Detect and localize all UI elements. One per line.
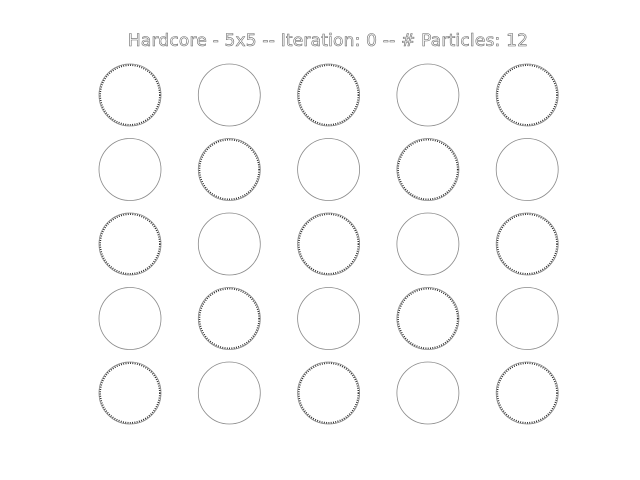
lattice-site-2-1 <box>197 212 261 276</box>
site-ring <box>98 63 162 127</box>
site-ring <box>297 138 361 201</box>
lattice-site-4-2 <box>297 361 361 425</box>
site-ring <box>197 287 261 350</box>
site-ring <box>197 138 261 201</box>
particle-marker <box>99 213 161 275</box>
site-ring <box>297 63 361 127</box>
site-ring <box>396 361 460 425</box>
particle-marker <box>198 287 260 350</box>
particle-marker <box>496 213 558 275</box>
particle-marker <box>99 64 161 126</box>
site-ring <box>297 212 361 276</box>
site-ring <box>396 287 460 350</box>
lattice-site-3-4 <box>495 287 559 350</box>
lattice-site-3-2 <box>297 287 361 350</box>
particle-marker <box>298 213 360 275</box>
lattice-site-2-2 <box>297 212 361 276</box>
lattice-site-0-1 <box>197 63 261 127</box>
site-ring <box>495 212 559 276</box>
site-ring <box>98 287 162 350</box>
site-ring <box>98 212 162 276</box>
particle-marker <box>496 362 558 424</box>
lattice-site-3-0 <box>98 287 162 350</box>
particle-marker <box>99 362 161 424</box>
lattice-site-0-3 <box>396 63 460 127</box>
site-ring <box>495 361 559 425</box>
site-ring <box>396 138 460 201</box>
lattice-site-4-1 <box>197 361 261 425</box>
particle-marker <box>397 138 459 201</box>
site-ring <box>197 361 261 425</box>
site-ring <box>396 63 460 127</box>
site-ring <box>98 138 162 201</box>
lattice-site-3-3 <box>396 287 460 350</box>
lattice-site-1-2 <box>297 138 361 201</box>
site-ring <box>197 63 261 127</box>
site-ring <box>98 361 162 425</box>
site-ring <box>297 287 361 350</box>
particle-marker <box>397 287 459 350</box>
site-ring <box>396 212 460 276</box>
figure-title: Hardcore - 5x5 -- Iteration: 0 -- # Part… <box>127 31 529 52</box>
lattice-site-0-2 <box>297 63 361 127</box>
lattice-site-1-1 <box>197 138 261 201</box>
lattice-site-4-3 <box>396 361 460 425</box>
lattice-site-4-4 <box>495 361 559 425</box>
lattice-site-0-0 <box>98 63 162 127</box>
lattice-site-0-4 <box>495 63 559 127</box>
lattice-site-1-0 <box>98 138 162 201</box>
lattice-site-1-4 <box>495 138 559 201</box>
site-ring <box>495 287 559 350</box>
lattice-site-2-4 <box>495 212 559 276</box>
lattice-site-2-0 <box>98 212 162 276</box>
particle-marker <box>298 362 360 424</box>
lattice-site-4-0 <box>98 361 162 425</box>
particle-marker <box>496 64 558 126</box>
lattice-site-1-3 <box>396 138 460 201</box>
site-ring <box>495 138 559 201</box>
site-ring <box>495 63 559 127</box>
particle-marker <box>198 138 260 201</box>
site-ring <box>297 361 361 425</box>
lattice-site-3-1 <box>197 287 261 350</box>
lattice-site-2-3 <box>396 212 460 276</box>
site-ring <box>197 212 261 276</box>
particle-marker <box>298 64 360 126</box>
